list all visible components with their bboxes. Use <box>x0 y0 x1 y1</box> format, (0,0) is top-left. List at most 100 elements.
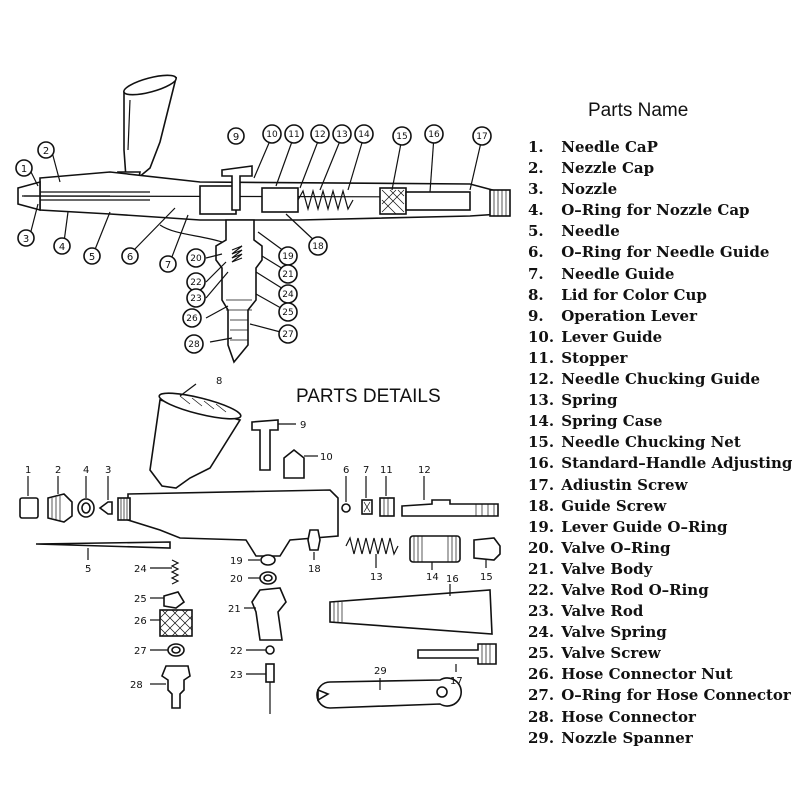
parts-list-number: 12. <box>528 370 555 389</box>
detail-label-8: 8 <box>216 376 222 387</box>
parts-list-name: Standard–Handle Adjusting <box>561 454 793 473</box>
parts-list-item: 20. Valve O–Ring <box>528 538 792 559</box>
callout-11: 11 <box>288 130 299 140</box>
parts-details-heading: PARTS DETAILS <box>296 386 441 407</box>
callout-2: 2 <box>43 146 49 157</box>
callout-27: 27 <box>282 330 293 340</box>
parts-list-item: 26. Hose Connector Nut <box>528 664 792 685</box>
parts-list-name: Nozzle Spanner <box>561 728 693 747</box>
parts-list-name: Spring Case <box>561 412 663 431</box>
detail-label-26: 26 <box>134 616 147 627</box>
callout-9: 9 <box>233 132 239 143</box>
parts-list-name: Needle <box>561 222 620 241</box>
parts-list-number: 27. <box>528 686 555 705</box>
parts-list-item: 25. Valve Screw <box>528 643 792 664</box>
parts-list-item: 21. Valve Body <box>528 559 792 580</box>
callout-16: 16 <box>428 130 440 140</box>
detail-label-7: 7 <box>363 465 369 476</box>
parts-list-number: 2. <box>528 159 544 178</box>
parts-list-name: O–Ring for Hose Connector <box>561 686 791 705</box>
parts-list-number: 18. <box>528 496 555 515</box>
parts-list-item: 3. Nozzle <box>528 179 792 200</box>
parts-list-number: 1. <box>528 138 544 156</box>
detail-label-10: 10 <box>320 452 333 463</box>
parts-list-number: 20. <box>528 538 555 557</box>
parts-list-number: 4. <box>528 201 544 220</box>
detail-label-23: 23 <box>230 670 243 681</box>
parts-list-number: 13. <box>528 391 555 410</box>
parts-list-item: 13. Spring <box>528 390 792 411</box>
parts-list-name: Nezzle Cap <box>561 159 655 178</box>
parts-name-heading: Parts Name <box>588 100 688 121</box>
parts-list-item: 14. Spring Case <box>528 411 792 432</box>
parts-list-name: Operation Lever <box>561 306 697 325</box>
detail-labels: 1 2 4 3 5 6 7 8 9 10 11 12 13 14 15 16 1… <box>25 376 493 691</box>
parts-list-item: 17. Adiustin Screw <box>528 475 792 496</box>
detail-label-11: 11 <box>380 465 393 476</box>
parts-list-item: 23. Valve Rod <box>528 601 792 622</box>
parts-list-item: 27. O–Ring for Hose Connector <box>528 685 792 706</box>
parts-list-item: 2. Nezzle Cap <box>528 158 792 179</box>
parts-list-name: Stopper <box>561 348 628 367</box>
parts-list-name: Needle Chucking Guide <box>561 370 761 389</box>
assembly-cross-section: 1 2 3 4 5 6 7 9 10 11 12 13 14 15 16 17 … <box>15 74 511 364</box>
parts-list-item: 15. Needle Chucking Net <box>528 432 792 453</box>
callout-21: 21 <box>282 270 293 280</box>
parts-list-item: 28. Hose Connector <box>528 707 792 728</box>
parts-list-item: 11. Stopper <box>528 348 792 369</box>
parts-list-name: Valve Body <box>561 559 653 578</box>
parts-list-name: Needle Guide <box>561 264 675 283</box>
parts-list-name: Needle CaP <box>561 138 658 156</box>
callout-12: 12 <box>314 130 325 140</box>
parts-list-name: Lever Guide O–Ring <box>561 517 728 536</box>
parts-list-item: 5. Needle <box>528 221 792 242</box>
detail-label-9: 9 <box>300 420 306 431</box>
parts-list-item: 19. Lever Guide O–Ring <box>528 517 792 538</box>
parts-list-number: 6. <box>528 243 544 262</box>
exploded-parts: 1 2 4 3 5 6 7 8 9 10 11 12 13 14 15 16 1… <box>19 376 501 714</box>
callout-22: 22 <box>190 278 201 288</box>
parts-list-number: 17. <box>528 475 555 494</box>
detail-label-28: 28 <box>130 680 143 691</box>
parts-list-item: 29. Nozzle Spanner <box>528 728 792 749</box>
detail-label-19: 19 <box>230 556 243 567</box>
callout-5: 5 <box>89 252 95 263</box>
parts-list-item: 8. Lid for Color Cup <box>528 285 792 306</box>
callout-6: 6 <box>127 252 133 263</box>
parts-list-name: Valve Screw <box>561 644 661 663</box>
parts-list-number: 5. <box>528 222 544 241</box>
detail-label-6: 6 <box>343 465 349 476</box>
parts-list-number: 26. <box>528 665 555 684</box>
parts-list-item: 9. Operation Lever <box>528 306 792 327</box>
parts-list-number: 25. <box>528 644 555 663</box>
callout-4: 4 <box>59 242 65 253</box>
detail-label-24: 24 <box>134 564 147 575</box>
parts-list-name: Valve Spring <box>561 623 667 642</box>
parts-list-number: 22. <box>528 580 555 599</box>
parts-list-number: 21. <box>528 559 555 578</box>
parts-list-name: Valve Rod <box>561 602 644 621</box>
parts-list-number: 9. <box>528 306 544 325</box>
callout-26: 26 <box>186 314 198 324</box>
detail-label-25: 25 <box>134 594 147 605</box>
parts-list-number: 19. <box>528 517 555 536</box>
parts-list-name: Nozzle <box>561 180 618 199</box>
assembly-callouts: 1 2 3 4 5 6 7 9 10 11 12 13 14 15 16 17 … <box>15 124 492 354</box>
parts-list-name: O–Ring for Nozzle Cap <box>561 201 750 220</box>
parts-list-item: 10. Lever Guide <box>528 327 792 348</box>
parts-list-number: 24. <box>528 623 555 642</box>
parts-list-name: Hose Connector Nut <box>561 665 733 684</box>
parts-list-number: 23. <box>528 602 555 621</box>
detail-label-20: 20 <box>230 574 243 585</box>
detail-label-29: 29 <box>374 666 387 677</box>
detail-label-15: 15 <box>480 572 493 583</box>
callout-17: 17 <box>476 132 487 142</box>
detail-label-27: 27 <box>134 646 147 657</box>
callout-20: 20 <box>190 254 202 264</box>
parts-list-number: 7. <box>528 264 544 283</box>
callout-19: 19 <box>282 252 294 262</box>
parts-list-name: Hose Connector <box>561 707 696 726</box>
parts-list-name: O–Ring for Needle Guide <box>561 243 770 262</box>
detail-label-3: 3 <box>105 465 111 476</box>
parts-list-item: 12. Needle Chucking Guide <box>528 369 792 390</box>
